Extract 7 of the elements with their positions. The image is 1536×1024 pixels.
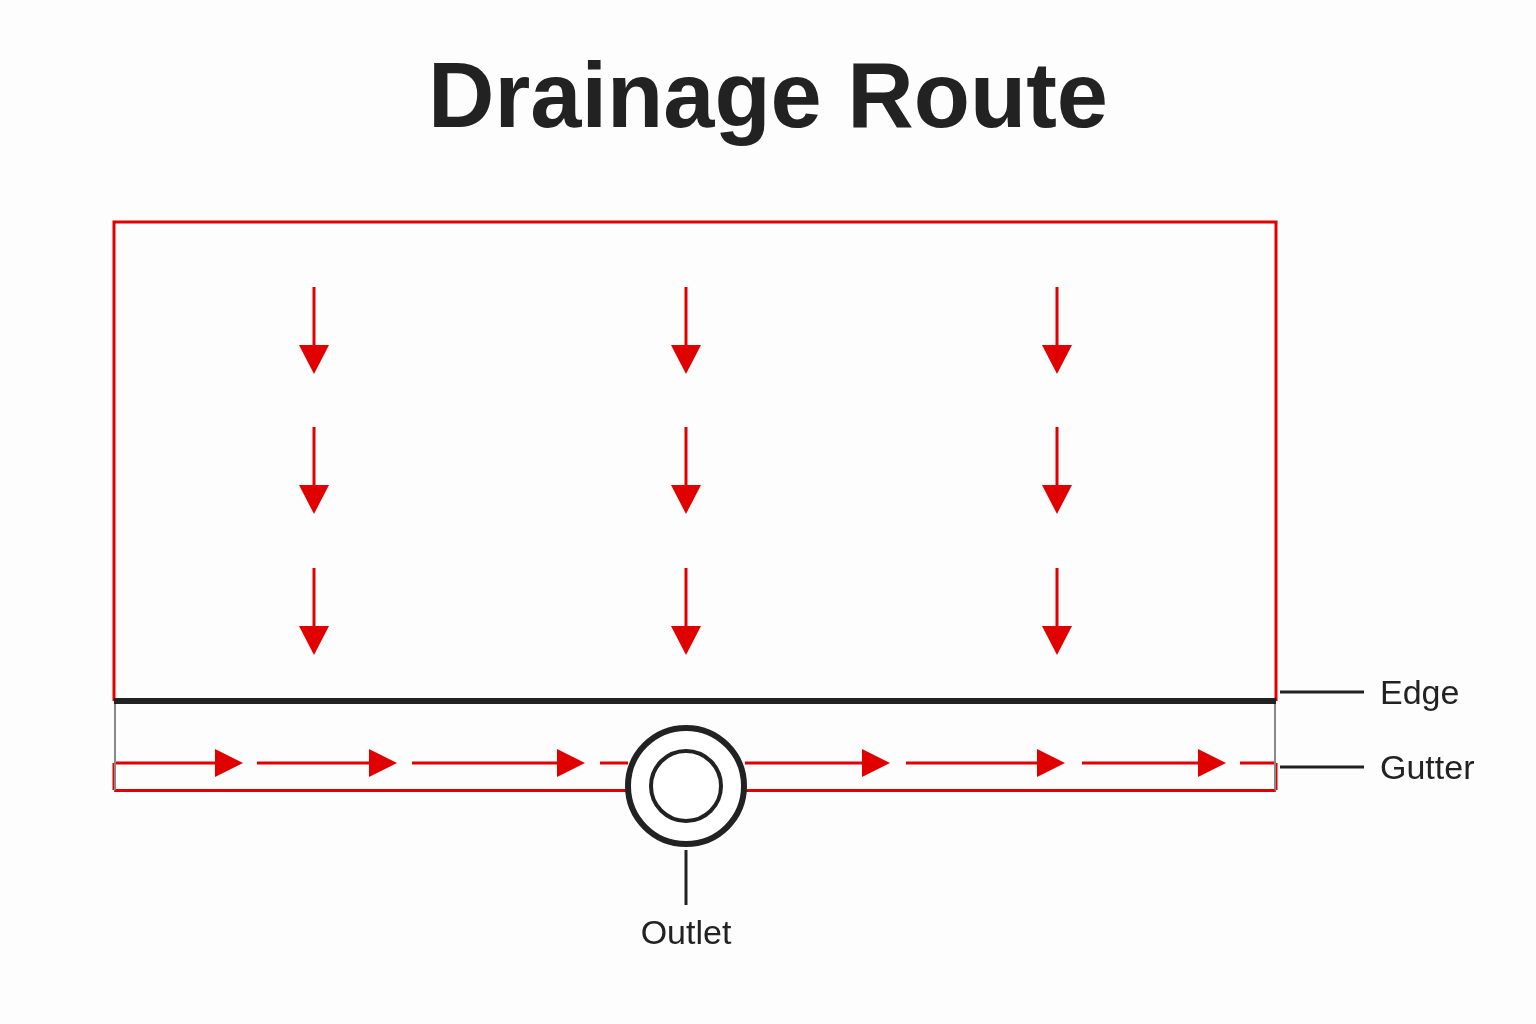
part-label: Gutter [1380, 747, 1475, 787]
leader-line [684, 850, 688, 905]
leader-line [1280, 765, 1364, 769]
part-label: Edge [1380, 672, 1460, 712]
title: Drainage Route [427, 43, 1109, 148]
part-label: Outlet [640, 912, 732, 952]
leader-line [1280, 690, 1364, 694]
